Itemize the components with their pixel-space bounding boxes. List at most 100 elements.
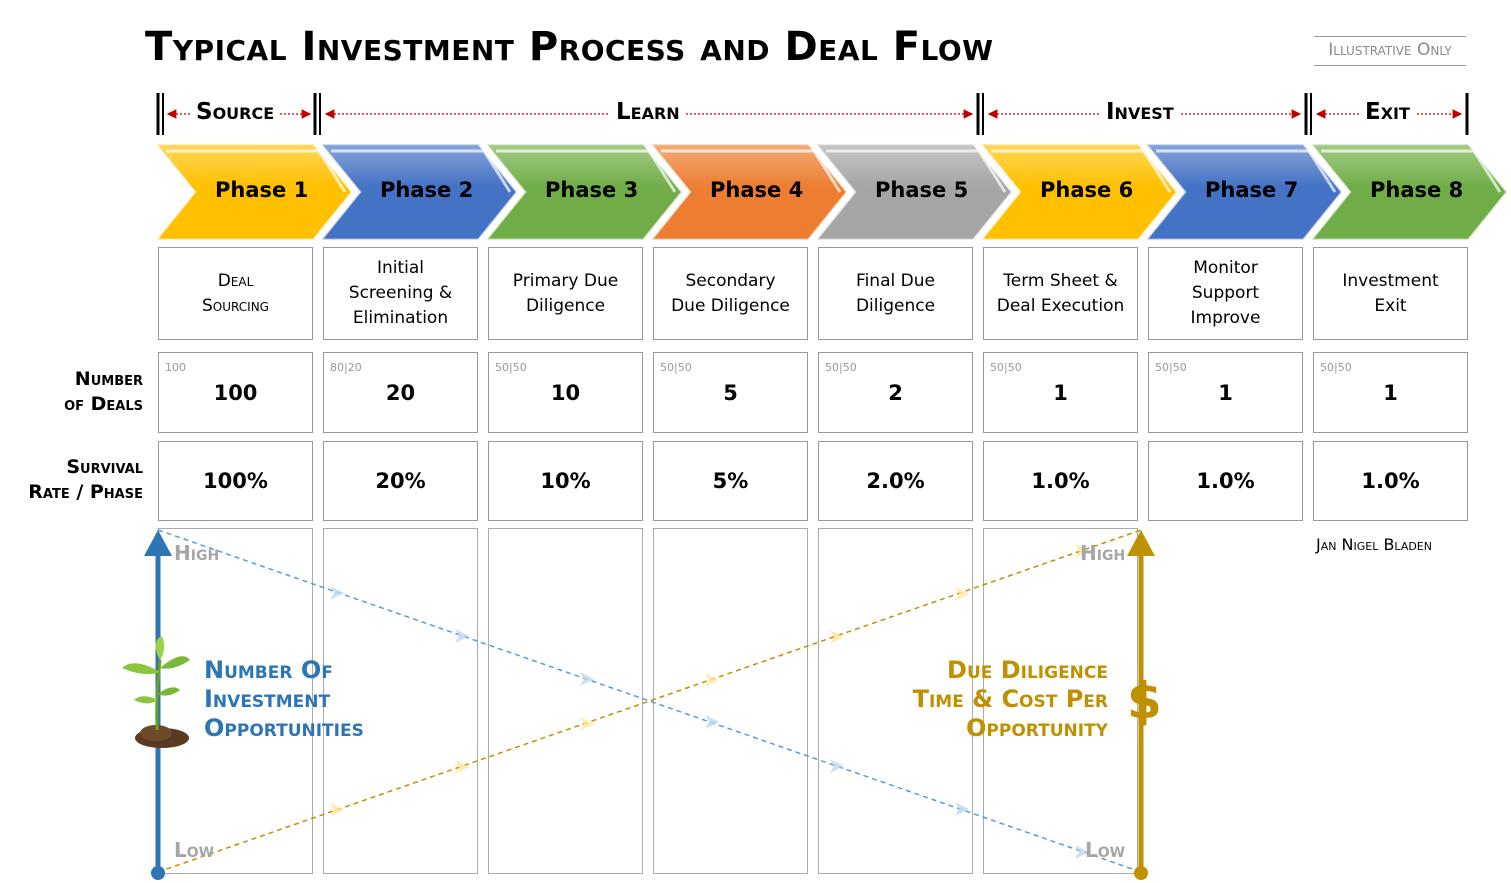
survival-cell-1: 100% (158, 441, 313, 521)
stage-invest: Invest (1100, 99, 1180, 125)
description-line: Primary Due (512, 270, 619, 291)
deals-cell-4: 50|50 5 (653, 352, 808, 433)
description-line: Due Diligence (671, 295, 790, 316)
phase-chevron-4 (651, 144, 847, 240)
deals-cell-1: 100 100 (158, 352, 313, 433)
survival-cell-7: 1.0% (1148, 441, 1303, 521)
stage-learn: Learn (610, 99, 686, 125)
deals-value: 1 (1053, 381, 1068, 405)
description-line: Deal Execution (996, 295, 1125, 316)
deals-value: 2 (888, 381, 903, 405)
description-line: Screening & (348, 283, 453, 303)
diagram-column-2 (323, 528, 478, 874)
left-axis-title: Number Of Investment Opportunities (204, 656, 364, 742)
deals-cell-2: 80|20 20 (323, 352, 478, 433)
description-line: Exit (1374, 295, 1407, 316)
deals-cell-5: 50|50 2 (818, 352, 973, 433)
split-ratio: 50|50 (825, 361, 857, 374)
description-line: Monitor (1193, 258, 1258, 278)
deals-cell-7: 50|50 1 (1148, 352, 1303, 433)
split-ratio: 80|20 (330, 361, 362, 374)
phase-label-3: Phase 3 (545, 178, 639, 202)
description-line: Improve (1190, 308, 1261, 328)
right-high-label: High (1080, 541, 1126, 565)
right-low-label: Low (1085, 838, 1126, 862)
description-line: Diligence (855, 295, 936, 316)
phase-description-6: Term Sheet & Deal Execution (983, 247, 1138, 340)
description-line: Secondary (685, 270, 776, 291)
phase-label-8: Phase 8 (1370, 178, 1464, 202)
phase-label-2: Phase 2 (380, 178, 474, 202)
description-line: Support (1191, 283, 1260, 303)
right-axis-title: Due Diligence Time & Cost Per Opportunit… (912, 656, 1108, 742)
deals-value: 5 (723, 381, 738, 405)
survival-cell-6: 1.0% (983, 441, 1138, 521)
phase-label-7: Phase 7 (1205, 178, 1299, 202)
phase-chevron-6 (981, 144, 1177, 240)
left-high-label: High (174, 541, 220, 565)
opportunities-trend-line (157, 529, 1142, 873)
page-title: Typical Investment Process and Deal Flow (145, 24, 994, 70)
split-ratio: 50|50 (1155, 361, 1187, 374)
deals-cell-6: 50|50 1 (983, 352, 1138, 433)
description-line: Deal (217, 270, 254, 291)
deals-value: 100 (213, 381, 258, 405)
cost-trend-line (157, 529, 1142, 873)
phase-label-6: Phase 6 (1040, 178, 1134, 202)
phase-label-1: Phase 1 (215, 178, 309, 202)
survival-cell-5: 2.0% (818, 441, 973, 521)
split-ratio: 100 (165, 361, 186, 374)
survival-cell-8: 1.0% (1313, 441, 1468, 521)
row-label-survival: Survival Rate / Phase (28, 456, 143, 503)
diagram-column-5 (818, 528, 973, 874)
description-line: Elimination (352, 308, 449, 328)
deals-value: 1 (1218, 381, 1233, 405)
phase-chevrons (156, 144, 1507, 240)
survival-cell-2: 20% (323, 441, 478, 521)
split-ratio: 50|50 (990, 361, 1022, 374)
stage-exit: Exit (1359, 99, 1416, 125)
seedling-icon (122, 636, 190, 748)
split-ratio: 50|50 (1320, 361, 1352, 374)
description-line: Sourcing (202, 295, 269, 316)
split-ratio: 50|50 (495, 361, 527, 374)
diagram-column-6 (983, 528, 1138, 874)
phase-chevron-8 (1311, 144, 1507, 240)
description-line: Investment (1342, 270, 1439, 291)
left-axis-arrow (144, 530, 172, 556)
deals-value: 20 (385, 381, 416, 405)
survival-cell-3: 10% (488, 441, 643, 521)
phase-label-5: Phase 5 (875, 178, 969, 202)
author-credit: Jan Nigel Bladen (1316, 535, 1432, 554)
phase-chevron-1 (156, 144, 352, 240)
description-line: Final Due (856, 270, 935, 291)
right-axis-arrow (1127, 530, 1155, 556)
left-low-label: Low (174, 838, 215, 862)
diagram-column-4 (653, 528, 808, 874)
split-ratio: 50|50 (660, 361, 692, 374)
dollar-icon: $ (1127, 672, 1162, 730)
phase-chevron-7 (1146, 144, 1342, 240)
phase-chevron-5 (816, 144, 1012, 240)
illustrative-note: Illustrative Only (1314, 36, 1466, 66)
deals-value: 1 (1383, 381, 1398, 405)
survival-cell-4: 5% (653, 441, 808, 521)
phase-chevron-3 (486, 144, 682, 240)
description-line: Diligence (525, 295, 606, 316)
description-line: Term Sheet & (1003, 270, 1118, 291)
deals-cell-8: 50|50 1 (1313, 352, 1468, 433)
description-line: Initial (376, 258, 425, 278)
stage-source: Source (190, 99, 281, 125)
phase-chevron-2 (321, 144, 517, 240)
diagram-column-3 (488, 528, 643, 874)
row-label-deals: Number of Deals (64, 368, 143, 415)
